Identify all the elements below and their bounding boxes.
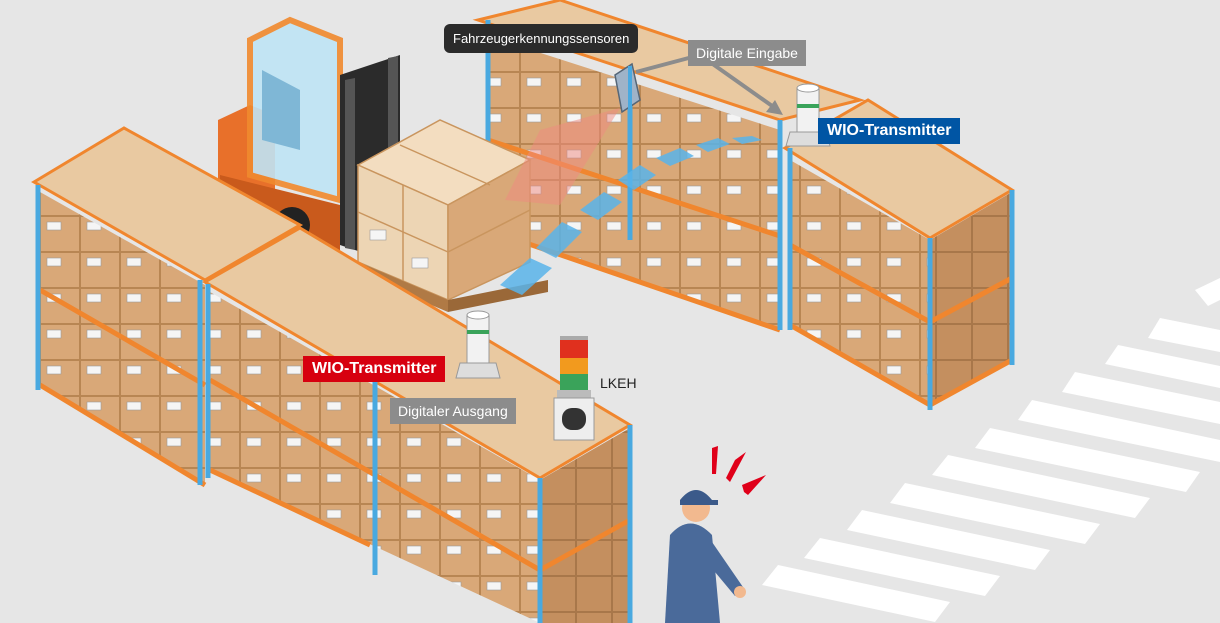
lkeh-label: LKEH [600,375,637,391]
digital-input-label: Digitale Eingabe [688,40,806,66]
storage-rack-front [201,226,633,623]
worker-icon [665,490,746,623]
sensor-beam [505,108,620,205]
wio-transmitter-label-left: WIO-Transmitter [303,356,446,382]
vehicle-sensor-icon [614,62,641,115]
wireless-signal [500,136,762,295]
alert-marks-icon [712,446,766,495]
digital-output-label: Digitaler Ausgang [390,398,516,424]
signal-tower-icon [553,336,595,441]
vehicle-sensors-label: Fahrzeugerkennungssensoren [444,24,639,53]
wio-transmitter-icon [455,310,501,379]
crosswalk-icon [762,278,1220,622]
storage-rack-left [31,126,304,488]
wio-transmitter-label-right: WIO-Transmitter [818,118,961,144]
